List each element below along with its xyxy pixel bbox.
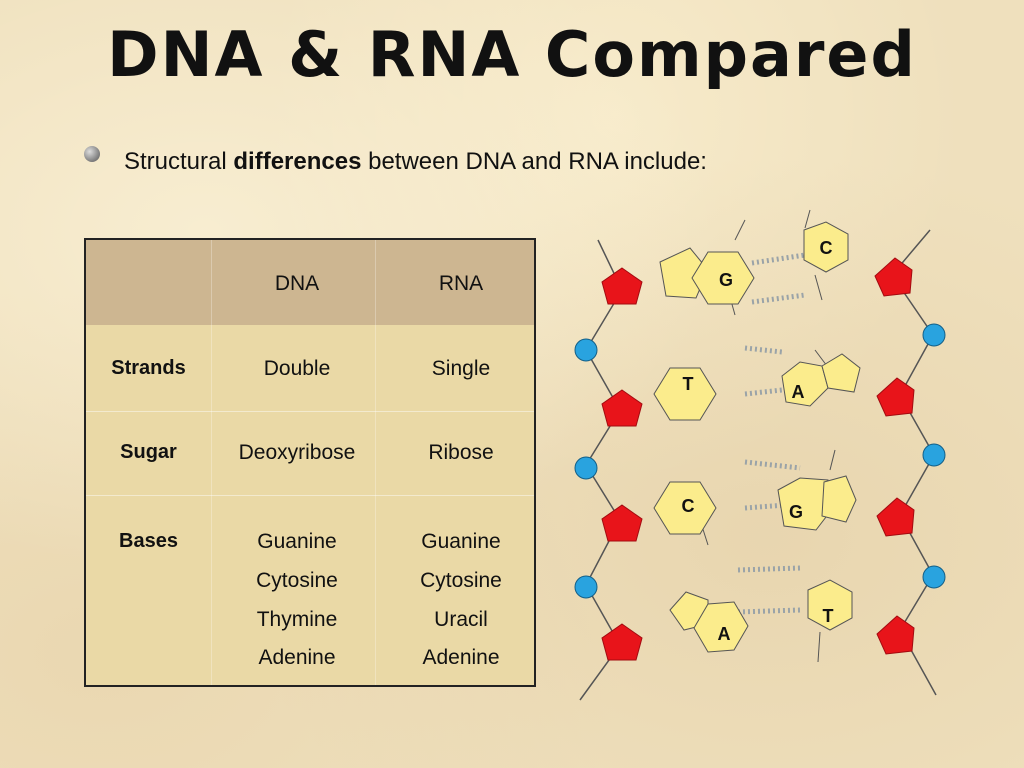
dna-base: Cytosine	[256, 569, 338, 592]
row-label-sugar: Sugar	[120, 441, 177, 463]
base-letter: A	[718, 624, 731, 644]
rna-base: Adenine	[422, 646, 500, 669]
rna-strands: Single	[431, 357, 491, 380]
base-hexagon	[781, 361, 829, 407]
base-hexagon	[691, 251, 755, 305]
base-hexagon	[807, 579, 853, 631]
slide-title: DNA & RNA Compared	[107, 18, 917, 91]
row-divider	[86, 411, 534, 412]
sugar-pentagon	[601, 623, 643, 661]
base-hexagon	[653, 481, 717, 535]
sugar-pentagon	[601, 267, 643, 305]
dna-base: Adenine	[258, 646, 336, 669]
column-divider	[375, 240, 376, 685]
sugar-pentagon	[601, 504, 643, 542]
bullet-icon	[84, 146, 100, 162]
dna-base: Guanine	[257, 530, 337, 553]
header-rna: RNA	[438, 272, 484, 295]
base-letter: T	[823, 606, 834, 626]
rna-base: Guanine	[421, 530, 501, 553]
row-label-bases: Bases	[119, 530, 178, 552]
base-hexagon	[803, 221, 849, 273]
bullet-text: Structural differences between DNA and R…	[124, 148, 707, 175]
phosphate-circle	[574, 338, 598, 362]
base-hexagon	[653, 367, 717, 421]
base-letter: A	[792, 382, 805, 402]
phosphate-circle	[922, 323, 946, 347]
sugar-pentagon	[876, 497, 915, 537]
sugar-pentagon	[601, 389, 643, 427]
dna-sugar: Deoxyribose	[238, 441, 356, 464]
dna-base: Thymine	[256, 608, 338, 631]
dna-structure-diagram: G C T A C G A T	[574, 209, 946, 701]
base-letter: G	[719, 270, 733, 290]
bullet-text-end: between DNA and RNA include:	[361, 148, 707, 175]
base-hexagon	[693, 601, 749, 653]
rna-base: Cytosine	[420, 569, 502, 592]
phosphate-circle	[922, 565, 946, 589]
rna-sugar: Ribose	[428, 441, 494, 464]
sugar-pentagon	[874, 257, 913, 297]
base-letter: C	[682, 496, 695, 516]
sugar-pentagon	[876, 377, 915, 417]
hydrogen-bonds	[737, 252, 806, 615]
header-dna: DNA	[274, 272, 320, 295]
base-letter: C	[820, 238, 833, 258]
bullet-text-start: Structural	[124, 148, 234, 175]
base-letter: G	[789, 502, 803, 522]
base-pentagon	[821, 353, 861, 393]
bullet-text-bold: differences	[233, 148, 362, 175]
bullet-point: Structural differences between DNA and R…	[84, 146, 707, 176]
table-header	[86, 240, 534, 325]
sugar-pentagon	[876, 615, 915, 655]
row-label-strands: Strands	[111, 357, 186, 379]
row-divider	[86, 495, 534, 496]
base-pentagon	[821, 475, 857, 523]
base-letter: T	[683, 374, 694, 394]
column-divider	[211, 240, 212, 685]
rna-base: Uracil	[434, 608, 488, 631]
phosphate-circle	[922, 443, 946, 467]
phosphate-circle	[574, 575, 598, 599]
phosphate-circle	[574, 456, 598, 480]
dna-strands: Double	[263, 357, 331, 380]
comparison-table: DNA RNA Strands Double Single Sugar Deox…	[84, 238, 536, 687]
